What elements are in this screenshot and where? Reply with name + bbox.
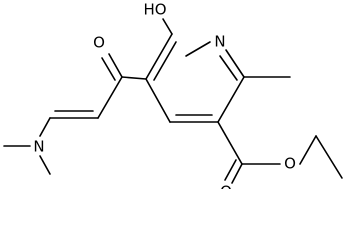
bond-o2-ch2 <box>299 135 317 165</box>
bond-ester-c-o <box>231 163 243 184</box>
bond-c3-c2 <box>145 33 173 80</box>
bond-ester-c-o-double <box>224 159 237 181</box>
bond-n-c6 <box>225 49 245 78</box>
atom-amine-nitrogen-label: N <box>33 138 44 156</box>
chemical-structure: HO N O N O O <box>3 1 343 190</box>
bond-c6-c5 <box>217 76 245 123</box>
atom-ester-oxygen-label: O <box>284 155 296 173</box>
bond-carbonyl-o <box>108 53 123 78</box>
atom-ring-nitrogen-label: N <box>214 33 225 51</box>
bond-c2-oh <box>162 18 173 35</box>
bond-c5-ester-c <box>217 121 243 165</box>
bond-carbonyl-alpha <box>97 76 123 119</box>
atom-hydroxyl-label: HO <box>143 1 166 19</box>
atom-ester-carbonyl-oxygen-label: O <box>220 183 232 190</box>
bond-c3-c2-double <box>153 41 177 81</box>
bond-c3-carbonyl <box>121 76 147 80</box>
bond-ch2-ch3 <box>315 135 343 179</box>
pyridine-ring <box>145 33 245 123</box>
atom-labels: HO N O N O O <box>33 1 296 190</box>
bond-n-c6-double <box>219 55 238 81</box>
bond-c4-c3 <box>145 78 171 123</box>
bond-carbonyl-o-double <box>101 57 116 81</box>
atom-ketone-oxygen-label: O <box>93 34 105 52</box>
bond-beta-n <box>39 117 51 137</box>
bond-n-methyl-down <box>39 155 51 175</box>
bond-c2-n <box>185 41 211 57</box>
